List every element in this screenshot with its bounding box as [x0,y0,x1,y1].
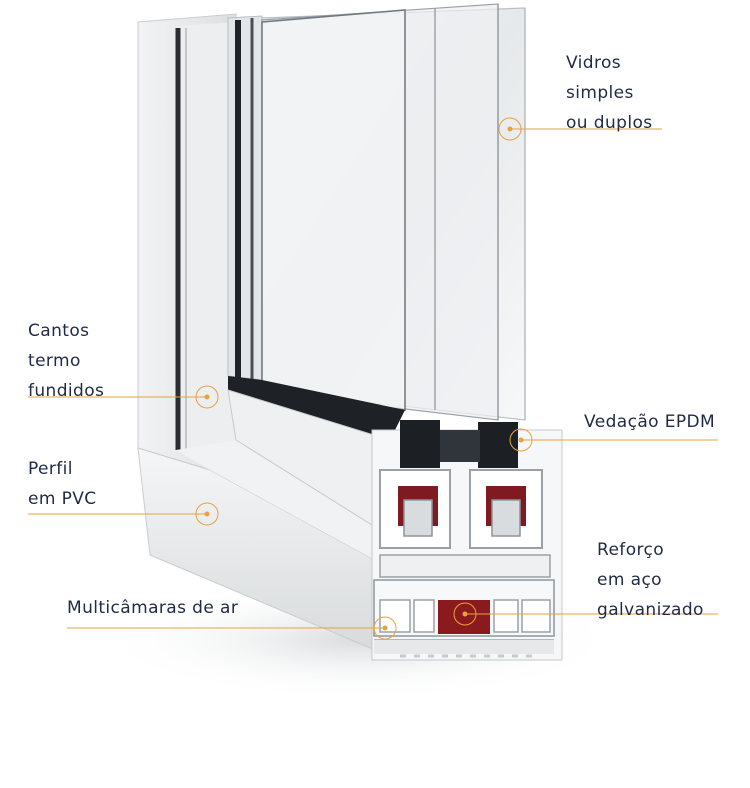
label-multicamaras: Multicâmaras de ar [67,593,238,623]
label-cantos-line-1: Cantos [28,321,90,341]
callouts [28,128,718,629]
marker-multi [373,616,397,640]
sash-stile [227,15,263,381]
label-perfil-line-1: Perfil [28,459,73,479]
label-perfil: Perfil em PVC [28,454,97,514]
label-cantos: Cantos termo fundidos [28,316,104,406]
label-vidros-line-1: Vidros [566,53,622,73]
steel-reinforcement [438,600,490,634]
marker-vedacao [509,428,533,452]
label-vidros-line-2: simples [566,83,634,103]
marker-cantos [195,385,219,409]
label-reforco-line-2: em aço [597,570,662,590]
label-cantos-line-3: fundidos [28,381,105,401]
label-vedacao-line-1: Vedação EPDM [584,412,716,432]
label-vidros: Vidros simples ou duplos [566,48,653,138]
inner-frame-face [176,22,236,450]
glass-pane-front [261,9,406,411]
callout-markers [195,117,533,640]
label-reforco: Reforço em aço galvanizado [597,535,704,625]
label-vidros-line-3: ou duplos [566,113,653,133]
label-cantos-line-2: termo [28,351,81,371]
label-reforco-line-1: Reforço [597,540,665,560]
marker-perfil [195,502,219,526]
marker-reforco [453,602,477,626]
label-reforco-line-3: galvanizado [597,600,704,620]
label-vedacao: Vedação EPDM [584,407,715,437]
label-perfil-line-2: em PVC [28,489,97,509]
marker-vidros [498,117,522,141]
label-multicamaras-line-1: Multicâmaras de ar [67,598,239,618]
profile-cross-section [371,420,563,661]
